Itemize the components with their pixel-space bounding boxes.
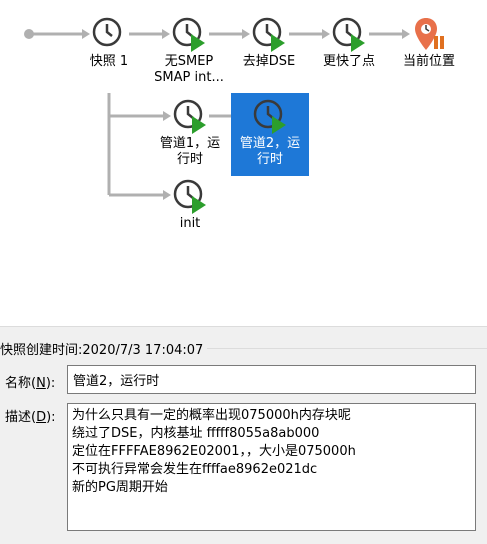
clock-icon: [92, 17, 122, 47]
description-line: 不可执行异常会发生在ffffae8962e021dc: [72, 462, 318, 477]
name-field[interactable]: 管道2，运行时: [67, 365, 476, 394]
snapshot-label: 管道1，运 行时: [159, 136, 221, 167]
snapshot-node-current[interactable]: 当前位置: [389, 16, 469, 76]
snapshot-node-faster[interactable]: 更快了点: [309, 16, 389, 76]
snapshot-details-panel: 快照创建时间:2020/7/3 17:04:07 名称(N): 管道2，运行时 …: [0, 326, 487, 544]
description-line: 绕过了DSE，内核基址 fffff8055a8ab000: [72, 426, 320, 441]
description-line: 定位在FFFFAE8962E02001，，大小是075000h: [72, 444, 356, 459]
snapshot-node-init[interactable]: init: [151, 178, 229, 238]
description-line: 新的PG周期开始: [72, 480, 168, 495]
description-field[interactable]: 为什么只具有一定的概率出现075000h内存块呢 绕过了DSE，内核基址 fff…: [67, 403, 476, 531]
clock-play-icon: [173, 179, 206, 214]
snapshot-label: init: [179, 216, 201, 231]
clock-play-icon: [252, 17, 285, 52]
snapshot-label: 快照 1: [89, 54, 129, 69]
snapshot-tree: 快照 1 无SMEP SMAP int... 去掉DSE 更快了点: [24, 16, 469, 238]
name-label: 名称(N):: [5, 376, 56, 391]
location-pin-pause-icon: [415, 18, 444, 50]
snapshot-created-time: 快照创建时间:2020/7/3 17:04:07: [0, 339, 208, 358]
root-dot: [24, 29, 34, 39]
group-divider: [0, 348, 487, 349]
connector-lines: [24, 29, 410, 200]
snapshot-label: 更快了点: [322, 54, 375, 69]
clock-play-icon: [172, 17, 205, 52]
snapshot-node-no-smep[interactable]: 无SMEP SMAP int...: [149, 16, 229, 92]
snapshot-label: 当前位置: [402, 54, 455, 69]
clock-play-icon: [332, 17, 365, 52]
description-label: 描述(D):: [5, 410, 56, 425]
name-value: 管道2，运行时: [73, 374, 160, 389]
clock-play-icon: [173, 99, 206, 134]
snapshot-node-remove-dse[interactable]: 去掉DSE: [229, 16, 309, 76]
snapshot-label: 无SMEP SMAP int...: [154, 54, 224, 85]
snapshot-node-pipe2-selected[interactable]: 管道2，运 行时: [231, 93, 309, 176]
snapshot-node-pipe1[interactable]: 管道1，运 行时: [151, 98, 229, 174]
snapshot-label: 去掉DSE: [242, 54, 296, 69]
description-line: 为什么只具有一定的概率出现075000h内存块呢: [72, 408, 351, 423]
snapshot-node-snapshot-1[interactable]: 快照 1: [79, 16, 139, 76]
snapshot-label: 管道2，运 行时: [239, 136, 301, 167]
clock-play-icon: [253, 99, 286, 134]
